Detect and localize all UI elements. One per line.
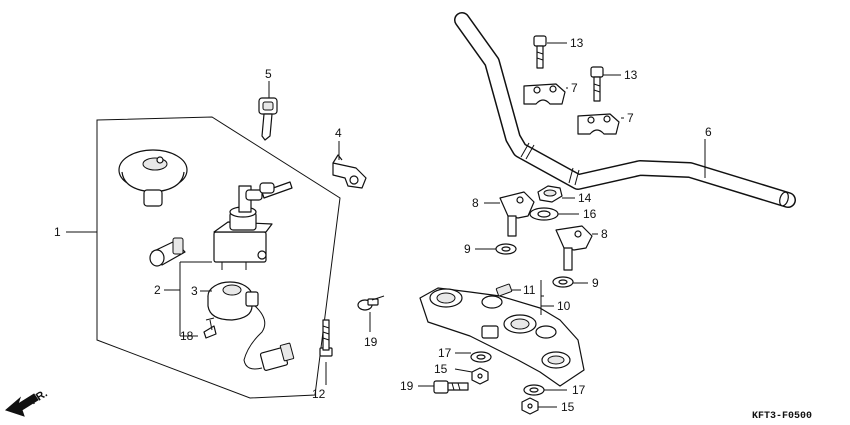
front-direction-arrow: FR. [5, 388, 50, 417]
washer-17a-part [470, 351, 492, 363]
nut-15a-part [471, 367, 489, 385]
ignition-switch-part [213, 185, 273, 270]
washer-9a-part [495, 243, 517, 255]
handlebar-part [454, 12, 796, 208]
callout-9a: 9 [464, 242, 471, 256]
callout-8a: 8 [472, 196, 479, 210]
holder-7b-part [577, 113, 620, 135]
ignition-group-outline [96, 116, 341, 399]
callout-7a: 7 [571, 81, 578, 95]
callout-11: 11 [523, 283, 536, 297]
callout-4: 4 [335, 126, 342, 140]
holder-8b-part [555, 225, 593, 271]
callout-2: 2 [154, 283, 161, 297]
callout-13a: 13 [570, 36, 584, 50]
callout-8b: 8 [601, 227, 608, 241]
bolt-13b-part [590, 66, 604, 102]
callout-19a: 19 [364, 335, 378, 349]
top-bridge-part [419, 287, 585, 387]
key-set-part [245, 181, 293, 201]
diagram-code: KFT3-F0500 [752, 411, 812, 422]
screw-18-part [203, 317, 217, 339]
cylinder-lock-part [149, 237, 186, 267]
clip-11-part [495, 283, 513, 297]
bracket-4-part [332, 154, 367, 189]
callout-6: 6 [705, 125, 712, 139]
callout-labels: 1 2 3 4 5 6 7 7 8 8 9 9 10 11 12 13 13 1… [54, 36, 712, 414]
key-5-part [258, 97, 278, 141]
callout-17b: 17 [572, 383, 586, 397]
washer-17b-part [523, 384, 545, 396]
callout-15a: 15 [434, 362, 448, 376]
bolt-19b-part [433, 380, 469, 394]
washer-9b-part [552, 276, 574, 288]
callout-13b: 13 [624, 68, 638, 82]
leader-lines [66, 42, 706, 408]
callout-16: 16 [583, 207, 597, 221]
bolt-12-part [319, 319, 333, 357]
nut-14-part [537, 185, 563, 203]
callout-3: 3 [191, 284, 198, 298]
bolt-19a-part [357, 295, 385, 311]
callout-10: 10 [557, 299, 571, 313]
holder-8a-part [499, 191, 535, 237]
callout-18: 18 [180, 329, 194, 343]
callout-19b: 19 [400, 379, 414, 393]
callout-9b: 9 [592, 276, 599, 290]
callout-7b: 7 [627, 111, 634, 125]
callout-14: 14 [578, 191, 592, 205]
callout-15b: 15 [561, 400, 575, 414]
fuel-cap-part [118, 149, 188, 207]
callout-1: 1 [54, 225, 61, 239]
nut-15b-part [521, 397, 539, 415]
lock-assembly-part [207, 281, 295, 371]
washer-16-part [529, 207, 559, 221]
callout-17a: 17 [438, 346, 452, 360]
callout-5: 5 [265, 67, 272, 81]
callout-12: 12 [312, 387, 326, 401]
bolt-13a-part [533, 35, 547, 69]
holder-7a-part [523, 83, 566, 105]
